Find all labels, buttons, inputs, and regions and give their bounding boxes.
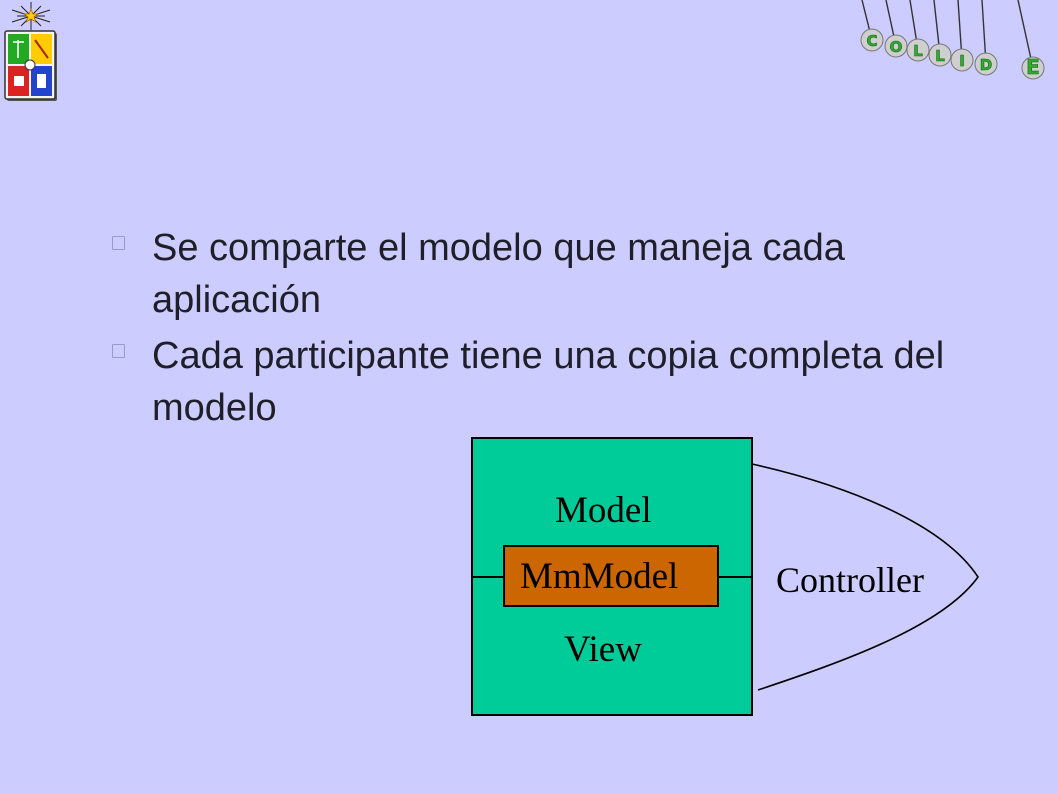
pendulum-ball-2: O (884, 0, 908, 58)
bullet-text: Cada participante tiene una copia comple… (152, 335, 945, 429)
pendulum-letter: O (890, 38, 903, 56)
pendulum-ball-7: E (1017, 0, 1045, 80)
pendulum-letter: L (935, 47, 945, 65)
pendulum-string (1017, 0, 1034, 69)
pendulum-ball-circle (906, 38, 930, 62)
controller-label: Controller (776, 560, 924, 600)
pendulum-ball-circle (860, 28, 884, 52)
bullet-text: Se comparte el modelo que maneja cada ap… (152, 227, 845, 321)
pendulum-ball-circle (1021, 56, 1045, 80)
bullet-marker-icon (112, 236, 125, 250)
pendulum-ball-4: L (928, 0, 952, 67)
bullet-list: Se comparte el modelo que maneja cada ap… (112, 222, 1012, 438)
pendulum-letter: C (866, 32, 877, 50)
view-label: View (564, 629, 642, 670)
pendulum-letter: D (980, 56, 992, 74)
university-crest-logo (2, 0, 60, 106)
bullet-item-shared-model: Se comparte el modelo que maneja cada ap… (112, 222, 1012, 326)
pendulum-ball-circle (974, 52, 998, 76)
pendulum-ball-circle (884, 34, 908, 58)
pendulum-ball-circle (928, 43, 952, 67)
pendulum-letter: E (1026, 55, 1040, 79)
pendulum-ball-3: L (906, 0, 930, 62)
mmmodel-label: MmModel (520, 556, 679, 597)
controller-loop-curve (751, 463, 979, 691)
model-label: Model (555, 490, 652, 531)
mvc-diagram: Model MmModel View Controller (462, 432, 992, 727)
crest-icon (4, 2, 57, 101)
pendulum-letter: L (913, 42, 923, 60)
pendulum-ball-5: I (950, 0, 974, 72)
pendulum-ball-1: C (860, 0, 884, 52)
pendulum-ball-circle (950, 48, 974, 72)
mmmodel-box: MmModel (503, 545, 719, 607)
pendulum-ball-6: D (974, 0, 998, 76)
bullet-item-full-copy: Cada participante tiene una copia comple… (112, 330, 1012, 434)
bullet-marker-icon (112, 344, 125, 358)
pendulum-letter: I (959, 52, 965, 70)
